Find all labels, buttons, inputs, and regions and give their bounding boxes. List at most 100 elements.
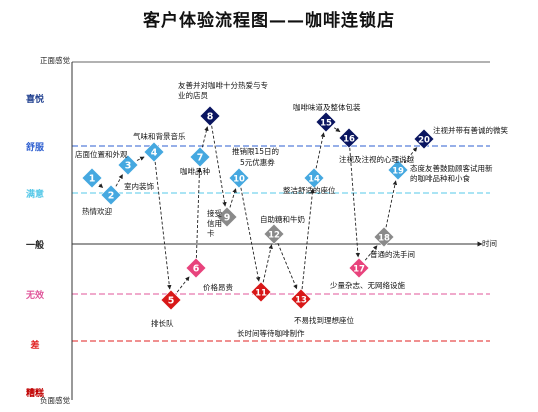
step-node-1: 1 <box>81 167 103 189</box>
step-node-7: 7 <box>189 146 211 168</box>
step-17-label: 少量杂志、无网络设施 <box>330 281 405 290</box>
step-number-1: 1 <box>89 174 96 185</box>
step-number-3: 3 <box>125 161 132 172</box>
step-diamond-14 <box>303 167 325 189</box>
level-label-terrible: 糟糕 <box>25 389 44 399</box>
step-number-4: 4 <box>151 148 158 159</box>
step-diamond-13 <box>290 288 312 310</box>
edge-4-5 <box>154 161 172 290</box>
step-9-label: 接受信用卡 <box>207 209 222 238</box>
level-label-poor: 差 <box>30 341 40 351</box>
step-number-7: 7 <box>197 153 204 164</box>
step-diamond-2 <box>100 184 122 206</box>
step-number-5: 5 <box>168 296 175 307</box>
step-12-label: 自助糖和牛奶 <box>260 215 305 224</box>
step-number-12: 12 <box>268 231 280 241</box>
edge-13-14 <box>301 188 315 290</box>
level-label-joy: 喜悦 <box>25 95 44 105</box>
y-axis-negative-label: 负面感觉 <box>40 396 70 405</box>
step-node-16: 16 <box>338 127 360 149</box>
step-number-17: 17 <box>353 265 365 275</box>
edge-18-19 <box>385 180 398 228</box>
edge-19-20 <box>404 147 418 163</box>
step-node-19: 19 <box>387 159 409 181</box>
step-1-label: 店面位置和外观 <box>75 150 128 159</box>
step-13-label: 不易找到理想座位 <box>294 316 354 325</box>
page-title: 客户体验流程图——咖啡连锁店 <box>143 11 395 31</box>
step-18-label: 普通的洗手间 <box>370 250 415 259</box>
level-label-ineffective: 无效 <box>25 291 44 301</box>
step-diamond-18 <box>373 226 395 248</box>
step-node-3: 3 <box>117 154 139 176</box>
level-label-satisfied: 满意 <box>25 190 44 200</box>
step-16-label: 注视及注视的心理说越 <box>339 155 414 164</box>
level-label-neutral: 一般 <box>25 241 44 251</box>
step-node-4: 4 <box>143 141 165 163</box>
reference-lines <box>72 145 490 342</box>
step-15-label: 咖啡味道及整体包装 <box>293 103 361 112</box>
step-number-9: 9 <box>224 213 231 224</box>
step-diamond-4 <box>143 141 165 163</box>
step-diamond-3 <box>117 154 139 176</box>
step-number-15: 15 <box>320 119 332 129</box>
step-node-15: 15 <box>315 111 337 133</box>
step-node-10: 10 <box>228 167 250 189</box>
step-14-label: 整洁舒适的座位 <box>283 186 336 195</box>
step-10-note: 推销限15日的 <box>232 147 280 156</box>
edge-3-4 <box>136 156 145 161</box>
step-number-18: 18 <box>378 234 390 244</box>
edge-11-12 <box>262 244 273 283</box>
step-node-14: 14 <box>303 167 325 189</box>
x-axis-label: 时间 <box>482 239 497 248</box>
step-node-6: 6 <box>185 257 207 279</box>
edge-12-13 <box>277 243 298 290</box>
step-20-label: 注视并带有善诚的微笑 <box>433 126 508 135</box>
step-8-label: 友善并对咖啡十分热爱与专业的店员 <box>178 81 268 100</box>
step-diamond-20 <box>413 128 435 150</box>
step-node-13: 13 <box>290 288 312 310</box>
step-4-label: 气味和背景音乐 <box>133 132 186 141</box>
step-diamond-15 <box>315 111 337 133</box>
step-number-10: 10 <box>233 175 245 185</box>
step-diamond-12 <box>263 223 285 245</box>
step-7-label: 咖啡品种 <box>180 167 210 176</box>
step-diamond-6 <box>185 257 207 279</box>
step-diamond-9 <box>216 206 238 228</box>
step-diamond-17 <box>348 257 370 279</box>
edge-16-17 <box>349 147 361 258</box>
step-node-8: 8 <box>199 105 221 127</box>
step-node-11: 11 <box>250 281 272 303</box>
edge-9-10 <box>229 188 237 208</box>
axes <box>71 61 490 400</box>
step-node-5: 5 <box>160 289 182 311</box>
edge-2-3 <box>115 174 123 187</box>
edge-17-18 <box>364 245 378 261</box>
edge-15-16 <box>333 127 341 133</box>
step-node-9: 9 <box>216 206 238 228</box>
step-number-19: 19 <box>392 167 404 177</box>
edge-1-2 <box>98 183 104 189</box>
step-number-8: 8 <box>207 112 214 123</box>
step-diamond-19 <box>387 159 409 181</box>
step-diamond-16 <box>338 127 360 149</box>
step-diamond-7 <box>189 146 211 168</box>
step-diamond-1 <box>81 167 103 189</box>
step-node-17: 17 <box>348 257 370 279</box>
step-number-16: 16 <box>343 135 355 145</box>
step-diamond-8 <box>199 105 221 127</box>
step-11-label: 长时间等待咖啡制作 <box>237 329 305 338</box>
step-number-2: 2 <box>108 191 115 202</box>
edge-14-15 <box>315 132 326 169</box>
step-diamond-10 <box>228 167 250 189</box>
step-number-14: 14 <box>308 175 320 185</box>
step-10-label: 5元优惠券 <box>240 158 275 167</box>
y-axis-positive-label: 正面感觉 <box>40 56 70 65</box>
step-5-label: 排长队 <box>151 319 174 328</box>
edge-6-7 <box>195 167 202 259</box>
edge-5-6 <box>176 276 190 293</box>
step-node-12: 12 <box>263 223 285 245</box>
edge-10-11 <box>240 187 261 282</box>
edge-8-9 <box>211 125 227 207</box>
